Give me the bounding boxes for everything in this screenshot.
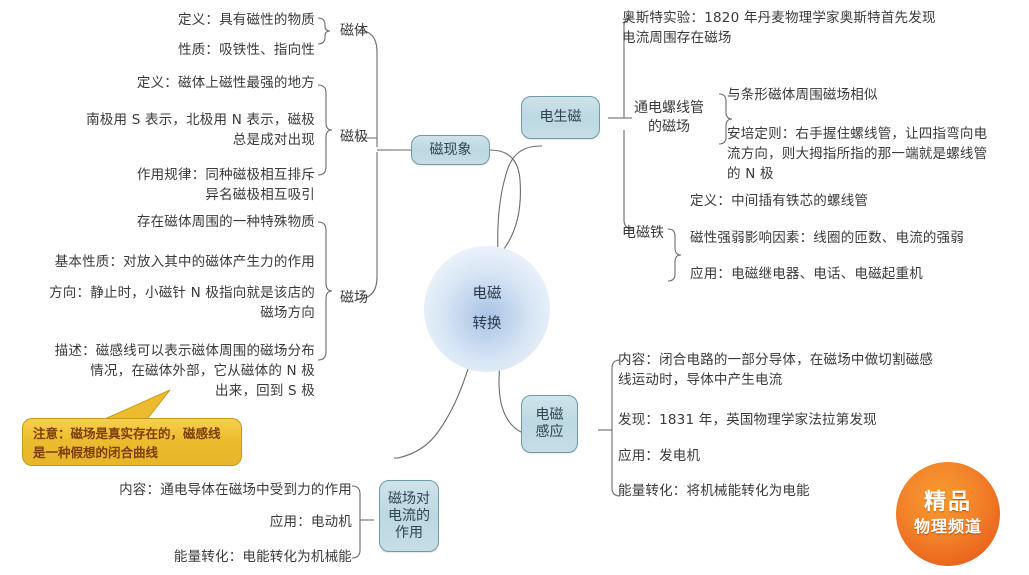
leaf-magnet-properties: 性质：吸铁性、指向性 — [178, 42, 315, 58]
node-electromagnetic-induction[interactable]: 电磁 感应 — [521, 395, 578, 453]
leaf-oersted-experiment: 奥斯特实验：1820 年丹麦物理学家奥斯特首先发现 电流周围存在磁场 — [622, 10, 936, 46]
branch-label-magnetic-poles: 磁极 — [340, 129, 368, 145]
branch-label-magnet: 磁体 — [340, 23, 368, 39]
channel-badge-line2: 物理频道 — [913, 517, 982, 536]
leaf-poles-notation: 南极用 S 表示，北极用 N 表示，磁极 总是成对出现 — [86, 112, 315, 148]
leaf-induction-energy-conversion: 能量转化：将机械能转化为电能 — [618, 483, 810, 499]
leaf-poles-rule: 作用规律：同种磁极相互排斥 异名磁极相互吸引 — [136, 167, 315, 203]
callout-note: 注意：磁场是真实存在的，磁感线 是一种假想的闭合曲线 — [22, 418, 242, 466]
leaf-poles-definition: 定义：磁体上磁性最强的地方 — [136, 75, 315, 91]
leaf-field-description: 描述：磁感线可以表示磁体周围的磁场分布 情况，在磁体外部，它从磁体的 N 极 出… — [54, 343, 315, 399]
leaf-induction-discovery: 发现：1831 年，英国物理学家法拉第发现 — [618, 412, 877, 428]
center-node-line2: 转换 — [472, 316, 502, 332]
leaf-induction-content: 内容：闭合电路的一部分导体，在磁场中做切割磁感 线运动时，导体中产生电流 — [618, 352, 934, 388]
node-magnetic-field-on-current[interactable]: 磁场对 电流的 作用 — [379, 480, 439, 552]
leaf-electromagnet-strength-factors: 磁性强弱影响因素：线圈的匝数、电流的强弱 — [690, 230, 964, 246]
leaf-field-substance: 存在磁体周围的一种特殊物质 — [136, 214, 315, 230]
leaf-field-basic-property: 基本性质：对放入其中的磁体产生力的作用 — [54, 254, 315, 270]
branch-label-magnetic-field: 磁场 — [340, 290, 368, 306]
leaf-ampere-rule: 安培定则：右手握住螺线管，让四指弯向电 流方向，则大拇指所指的那一端就是螺线管 … — [727, 126, 988, 182]
leaf-force-energy-conversion: 能量转化：电能转化为机械能 — [173, 549, 352, 565]
leaf-electromagnet-definition: 定义：中间插有铁芯的螺线管 — [690, 193, 869, 209]
leaf-electromagnet-applications: 应用：电磁继电器、电话、电磁起重机 — [690, 266, 923, 282]
node-electricity-generates-magnetism[interactable]: 电生磁 — [521, 96, 600, 139]
channel-badge: 精品 物理频道 — [896, 462, 1000, 566]
leaf-force-application: 应用：电动机 — [269, 514, 352, 530]
leaf-magnet-definition: 定义：具有磁性的物质 — [178, 12, 315, 28]
node-magnetic-phenomena[interactable]: 磁现象 — [411, 135, 490, 165]
leaf-solenoid-similar-to-bar-magnet: 与条形磁体周围磁场相似 — [727, 87, 878, 103]
branch-label-solenoid-field: 通电螺线管 的磁场 — [634, 100, 704, 135]
leaf-induction-application: 应用：发电机 — [618, 448, 701, 464]
channel-badge-line1: 精品 — [923, 490, 972, 515]
leaf-field-direction: 方向：静止时，小磁针 N 极指向就是该店的 磁场方向 — [49, 285, 315, 321]
center-node-electromagnetic-conversion[interactable]: 电磁 转换 — [424, 246, 550, 372]
leaf-force-content: 内容：通电导体在磁场中受到力的作用 — [119, 482, 352, 498]
branch-label-electromagnet: 电磁铁 — [622, 225, 664, 241]
center-node-line1: 电磁 — [472, 286, 502, 302]
